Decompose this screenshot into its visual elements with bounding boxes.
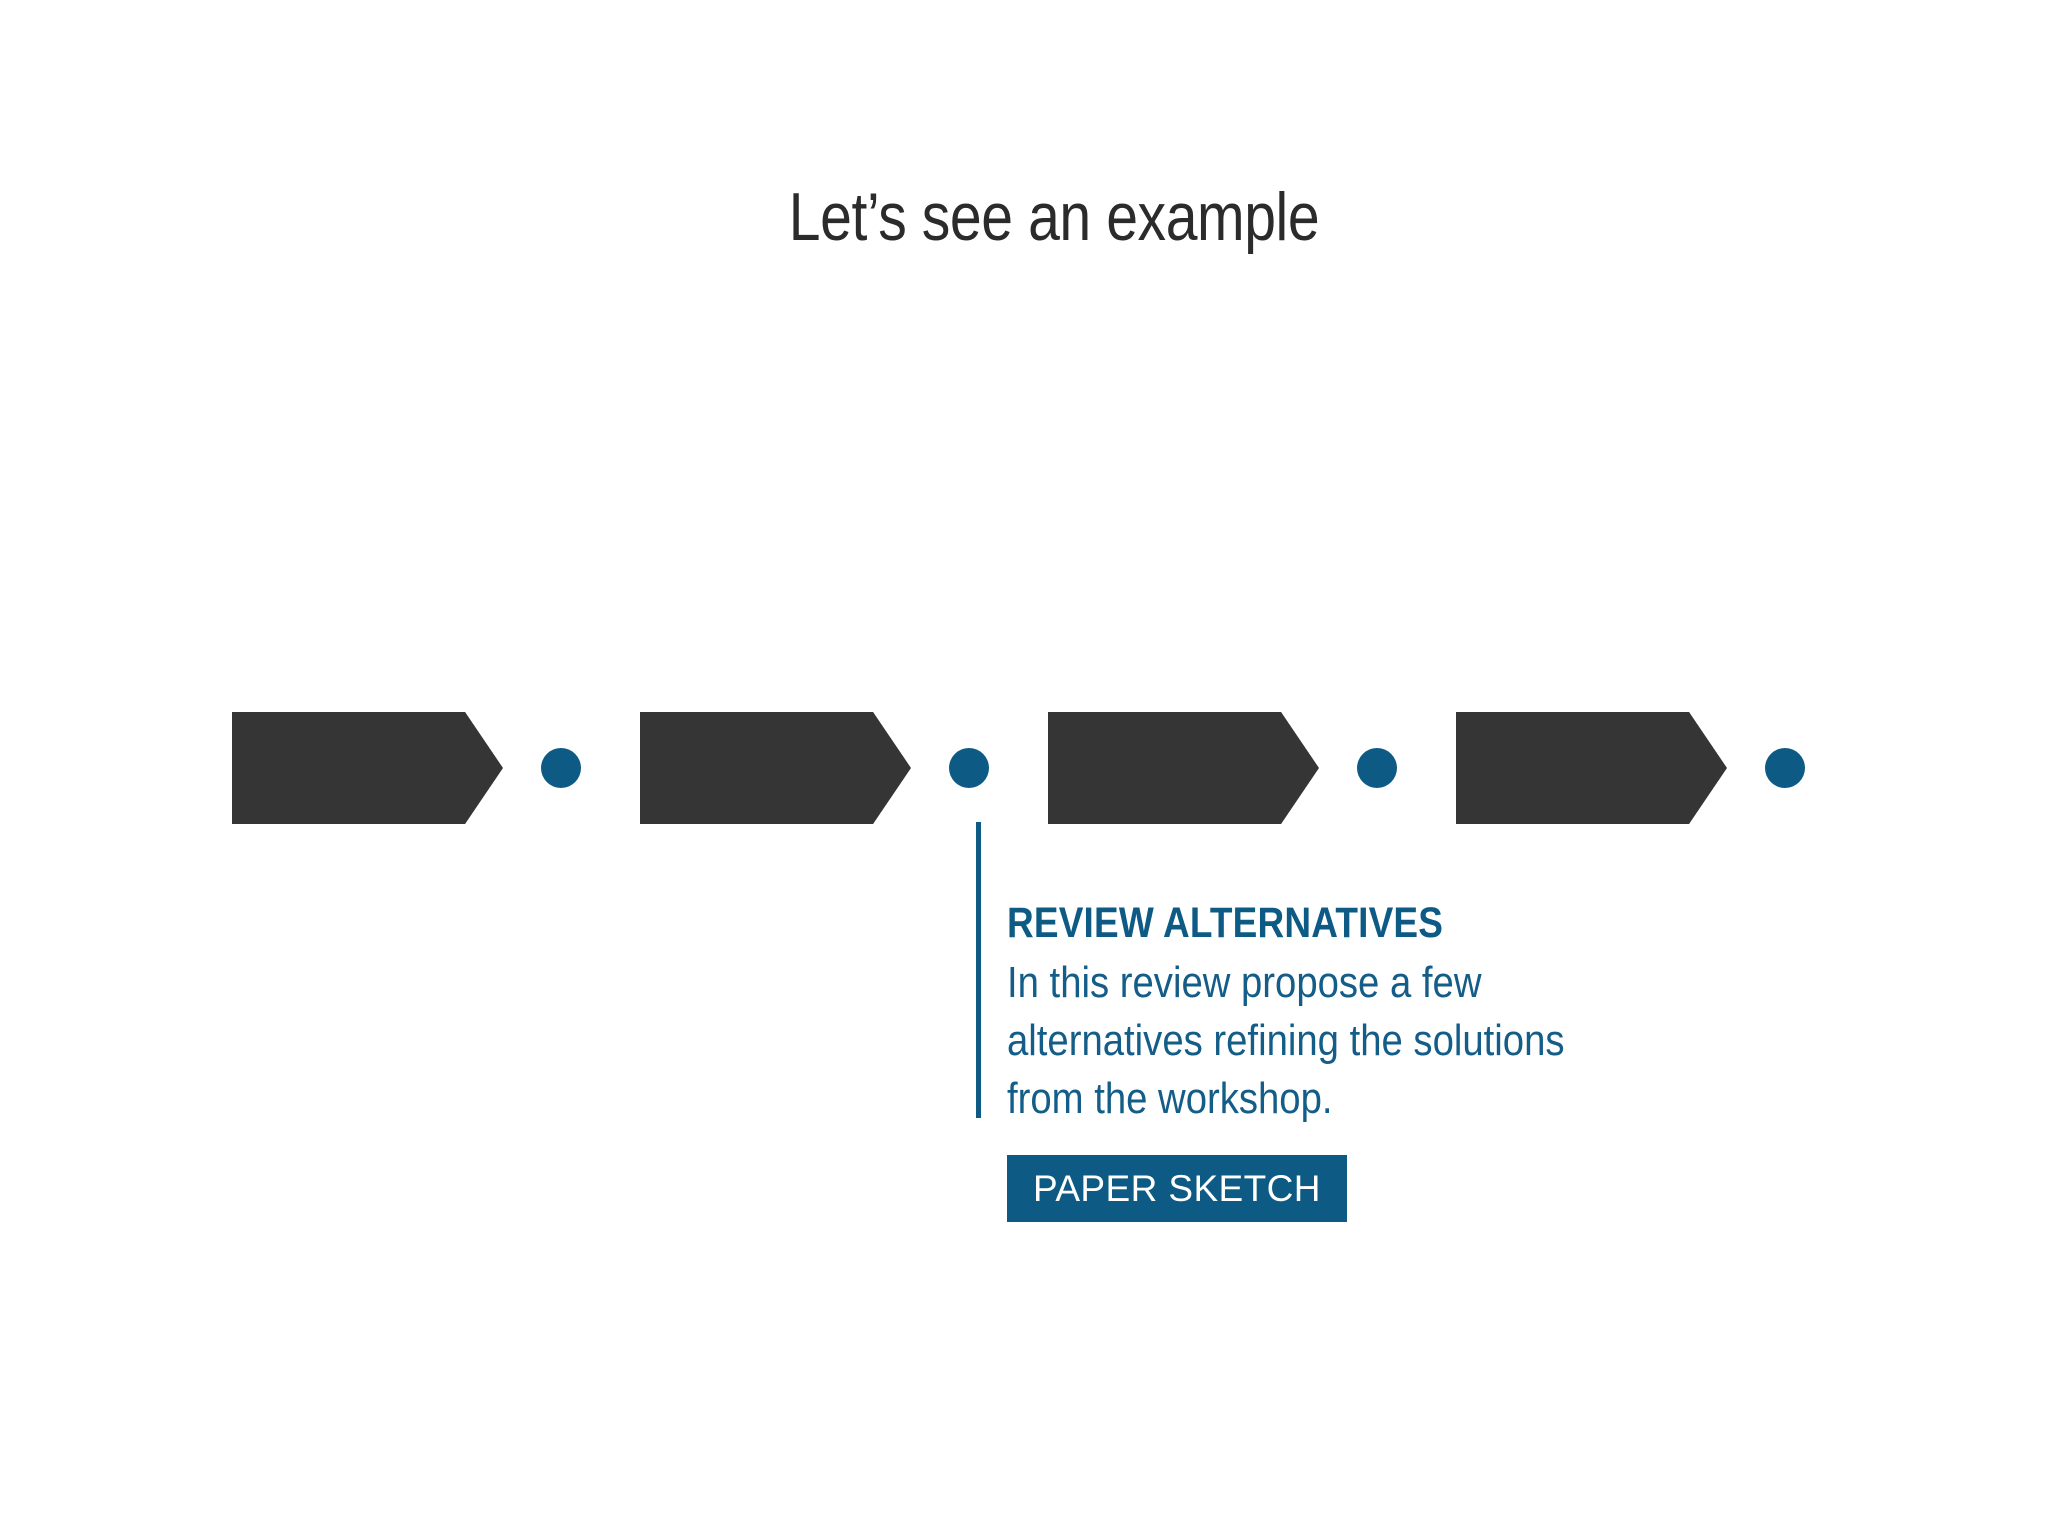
chevron-arrow-icon-2 bbox=[640, 712, 911, 824]
process-timeline bbox=[0, 712, 2048, 824]
step-dot-icon-4 bbox=[1765, 748, 1805, 788]
chevron-arrow-icon-4 bbox=[1456, 712, 1727, 824]
chevron-arrow-icon-3 bbox=[1048, 712, 1319, 824]
step-dot-icon-1 bbox=[541, 748, 581, 788]
status-badge: PAPER SKETCH bbox=[1007, 1155, 1347, 1222]
step-dot-icon-2 bbox=[949, 748, 989, 788]
step-dot-icon-3 bbox=[1357, 748, 1397, 788]
callout-body-text: In this review propose a few alternative… bbox=[1007, 958, 1565, 1123]
callout-heading: REVIEW ALTERNATIVES bbox=[1007, 899, 1444, 947]
callout-block: REVIEW ALTERNATIVES In this review propo… bbox=[1007, 898, 1627, 1128]
callout-connector-line bbox=[976, 822, 981, 1118]
chevron-arrow-icon-1 bbox=[232, 712, 503, 824]
page-title: Let’s see an example bbox=[788, 179, 1320, 255]
